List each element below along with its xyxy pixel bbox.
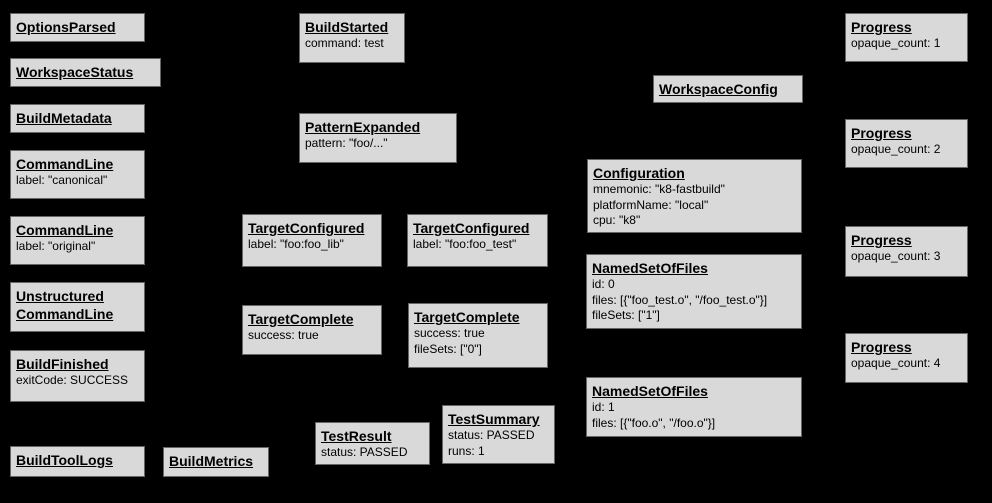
node-title: NamedSetOfFiles (592, 383, 708, 399)
node-title: BuildFinished (16, 356, 109, 372)
node-field: files: [{"foo_test.o", "/foo_test.o"}] (592, 292, 768, 307)
node-field: pattern: "foo/..." (305, 136, 388, 150)
node-field: platformName: "local" (593, 197, 709, 212)
node-title: Progress (851, 232, 912, 248)
node-field: files: [{"foo.o", "/foo.o"}] (592, 415, 716, 430)
node-field: opaque_count: 3 (851, 249, 941, 263)
node-command-line-canonical: CommandLine label: "canonical" (10, 150, 145, 199)
node-field: id: 1 (592, 400, 615, 414)
node-progress-2: Progress opaque_count: 2 (845, 119, 968, 168)
node-title: TargetConfigured (248, 220, 365, 236)
node-field: command: test (305, 36, 384, 50)
node-field: fileSets: ["0"] (414, 341, 482, 356)
node-field: label: "original" (16, 239, 96, 253)
node-title: NamedSetOfFiles (592, 260, 708, 276)
node-field: success: true (414, 326, 485, 340)
node-title: BuildMetrics (169, 453, 254, 469)
node-configuration: Configuration mnemonic: "k8-fastbuild" p… (587, 159, 802, 233)
node-field: status: PASSED (321, 445, 408, 459)
node-progress-4: Progress opaque_count: 4 (845, 333, 968, 383)
node-title: CommandLine (16, 222, 114, 238)
node-field: success: true (248, 328, 319, 342)
node-title: Progress (851, 125, 912, 141)
node-workspace-status: WorkspaceStatus (10, 58, 161, 87)
node-field: label: "foo:foo_test" (413, 237, 517, 251)
node-field: opaque_count: 1 (851, 36, 941, 50)
node-field: opaque_count: 2 (851, 142, 941, 156)
node-title: Configuration (593, 165, 685, 181)
node-field: label: "foo:foo_lib" (248, 237, 344, 251)
node-title: Progress (851, 339, 912, 355)
node-field: fileSets: ["1"] (592, 308, 660, 322)
node-command-line-original: CommandLine label: "original" (10, 216, 145, 265)
node-target-configured-foo-lib: TargetConfigured label: "foo:foo_lib" (242, 214, 382, 267)
node-field: id: 0 (592, 277, 615, 291)
node-title: PatternExpanded (305, 119, 421, 135)
node-named-set-of-files-0: NamedSetOfFiles id: 0 files: [{"foo_test… (586, 254, 802, 329)
node-pattern-expanded: PatternExpanded pattern: "foo/..." (299, 113, 457, 163)
node-progress-3: Progress opaque_count: 3 (845, 226, 968, 277)
node-title: WorkspaceStatus (16, 64, 134, 80)
node-title: BuildStarted (305, 19, 389, 35)
node-build-started: BuildStarted command: test (299, 13, 405, 63)
node-build-metadata: BuildMetadata (10, 104, 145, 133)
node-title: CommandLine (16, 156, 114, 172)
node-progress-1: Progress opaque_count: 1 (845, 13, 968, 62)
node-build-metrics: BuildMetrics (163, 447, 269, 477)
node-build-finished: BuildFinished exitCode: SUCCESS (10, 350, 145, 402)
node-target-complete-foo-lib: TargetComplete success: true (242, 305, 382, 355)
node-title: TargetComplete (414, 309, 520, 325)
node-title: BuildMetadata (16, 110, 112, 126)
node-field: exitCode: SUCCESS (16, 373, 129, 387)
node-field: mnemonic: "k8-fastbuild" (593, 182, 725, 196)
node-target-complete-foo-test: TargetComplete success: true fileSets: [… (408, 303, 548, 368)
node-title: Unstructured CommandLine (16, 288, 114, 322)
node-named-set-of-files-1: NamedSetOfFiles id: 1 files: [{"foo.o", … (586, 377, 802, 437)
node-title: Progress (851, 19, 912, 35)
node-title: BuildToolLogs (16, 452, 113, 468)
node-title: WorkspaceConfig (659, 81, 778, 97)
node-field: status: PASSED (448, 428, 535, 442)
node-test-summary: TestSummary status: PASSED runs: 1 (442, 405, 555, 464)
node-unstructured-command-line: Unstructured CommandLine (10, 282, 145, 332)
node-build-tool-logs: BuildToolLogs (10, 446, 145, 477)
node-options-parsed: OptionsParsed (10, 13, 145, 42)
node-field: runs: 1 (448, 443, 485, 458)
node-field: label: "canonical" (16, 173, 108, 187)
node-title: OptionsParsed (16, 19, 116, 35)
node-title: TestSummary (448, 411, 540, 427)
node-workspace-config: WorkspaceConfig (653, 75, 803, 103)
node-test-result: TestResult status: PASSED (315, 422, 430, 465)
node-title: TargetConfigured (413, 220, 530, 236)
node-field: opaque_count: 4 (851, 356, 941, 370)
node-title: TestResult (321, 428, 392, 444)
node-target-configured-foo-test: TargetConfigured label: "foo:foo_test" (407, 214, 548, 267)
node-field: cpu: "k8" (593, 213, 641, 227)
node-title: TargetComplete (248, 311, 354, 327)
